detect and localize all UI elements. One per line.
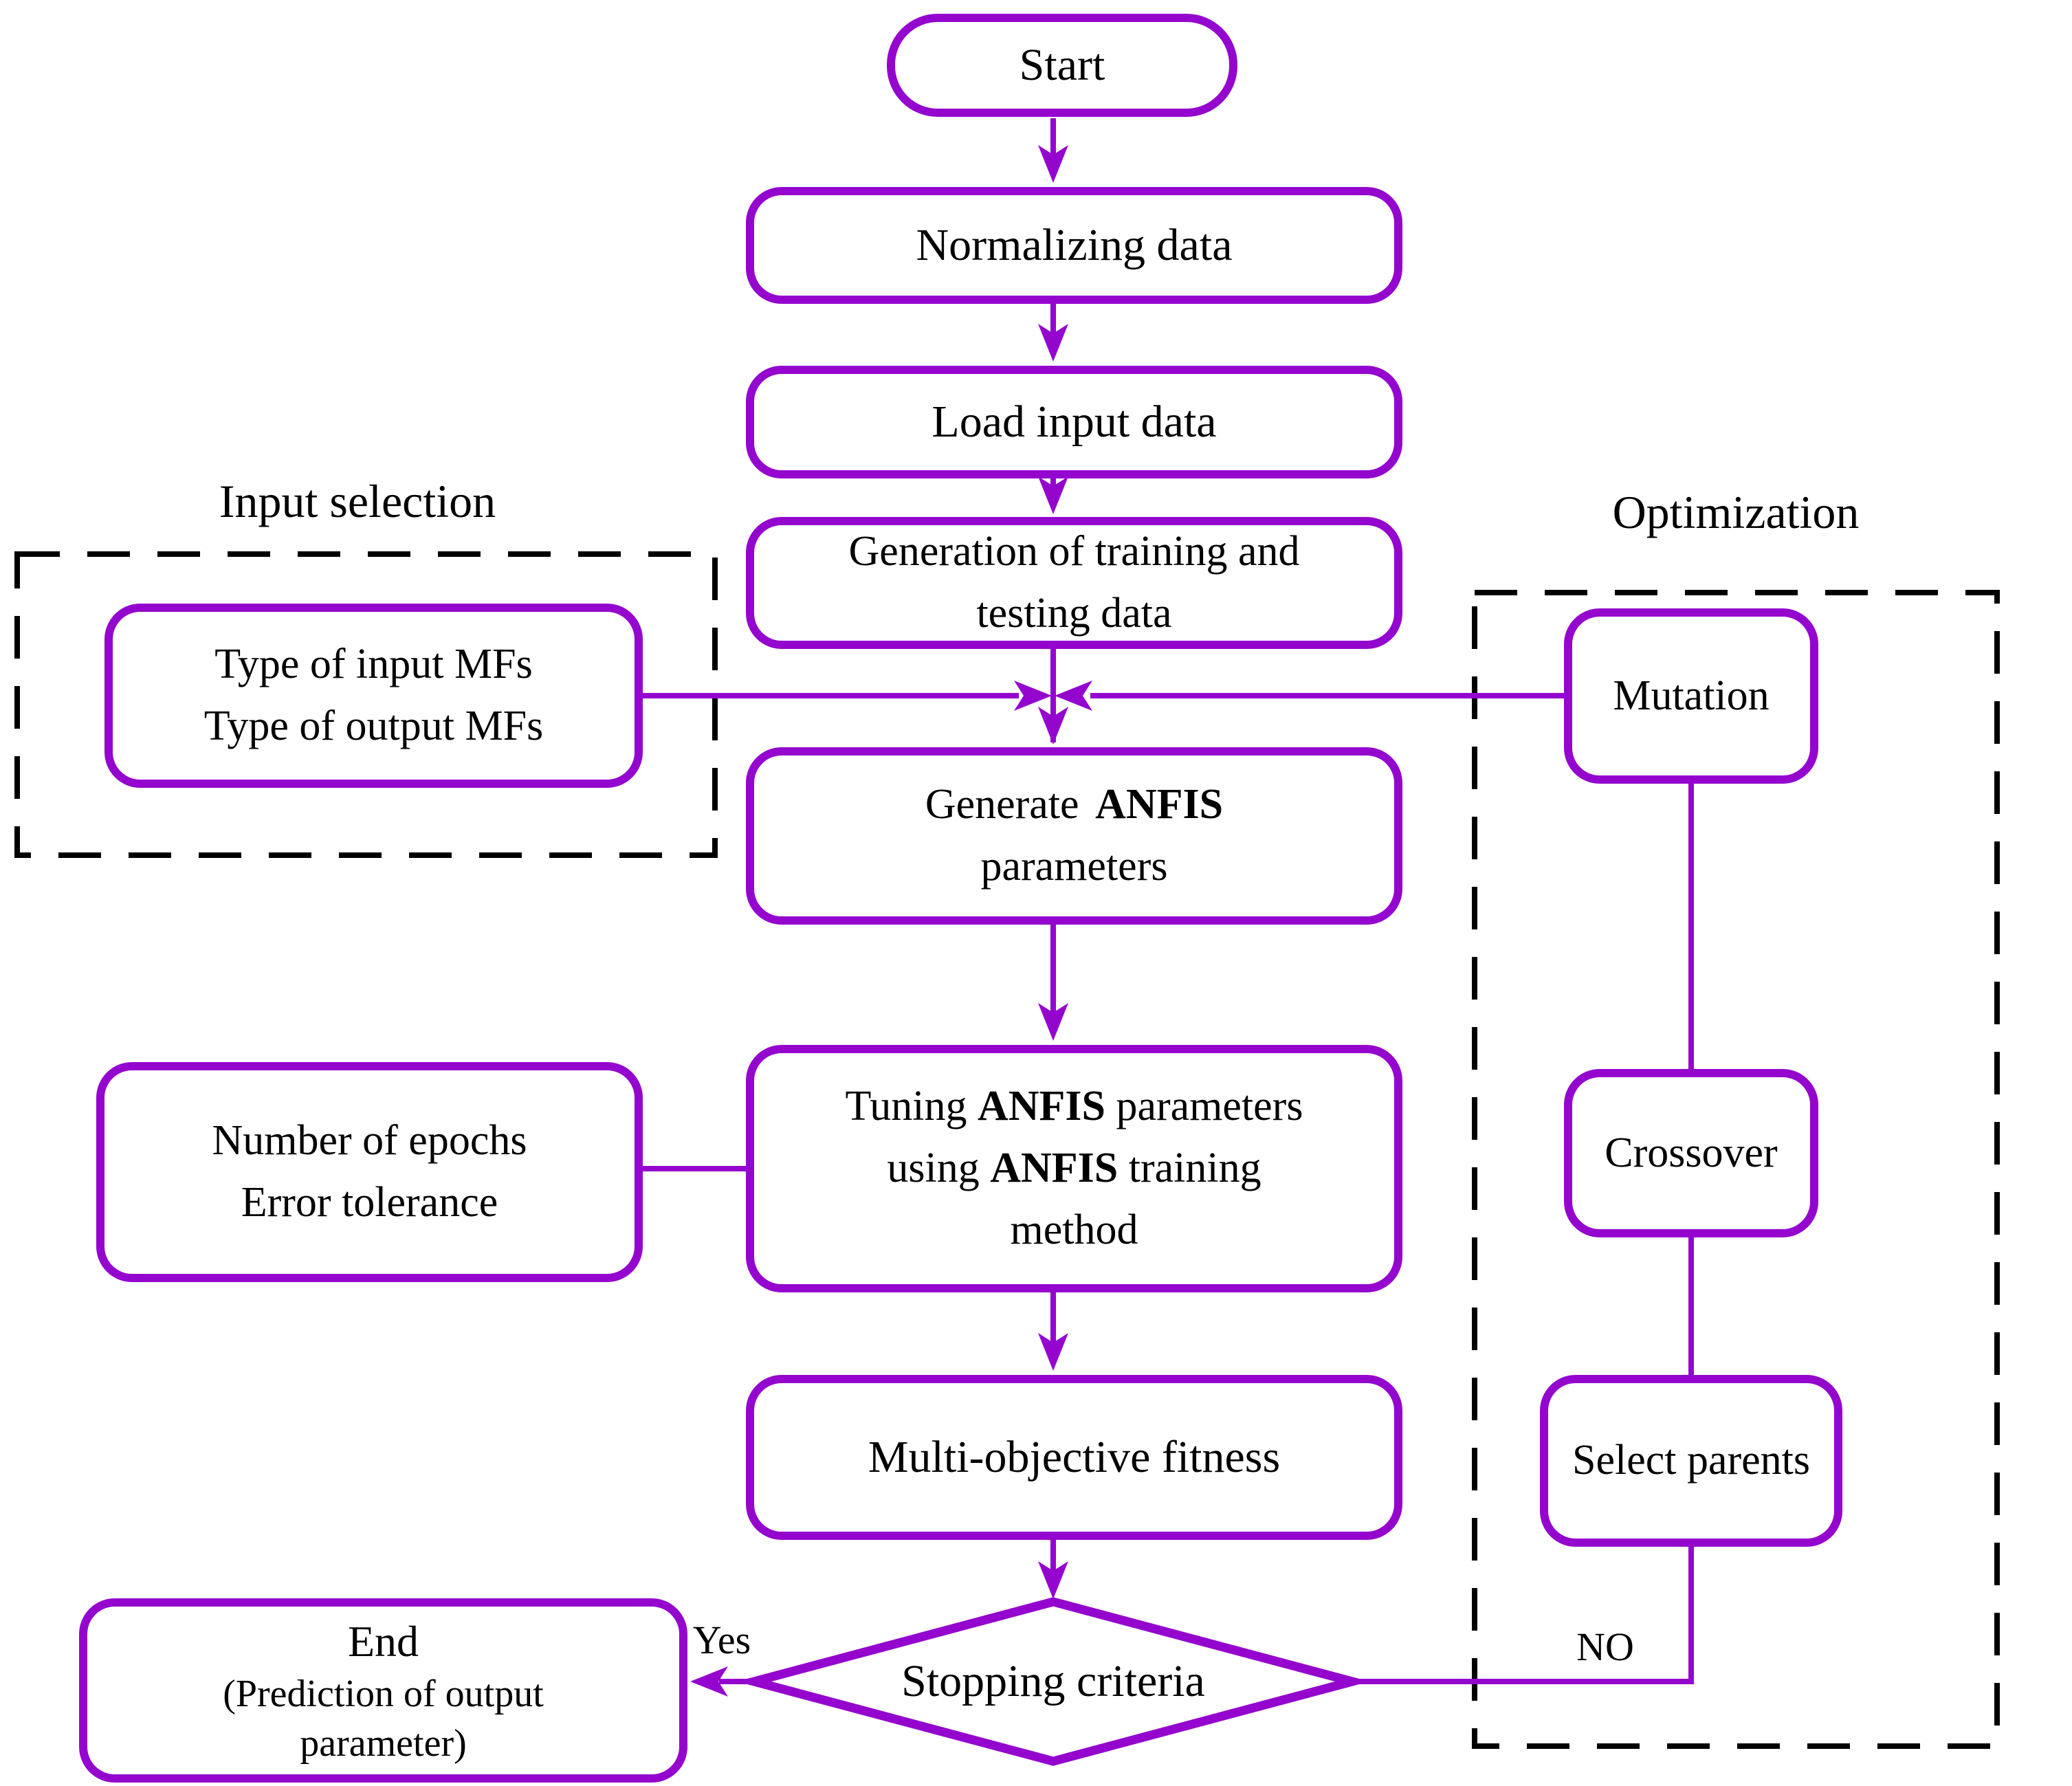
tuning-line1-c: parameters [1105,1083,1303,1130]
stopping-criteria-label: Stopping criteria [901,1656,1205,1706]
generation-line-1: Generation of training and [848,528,1300,575]
stopping-criteria-diamond [736,1597,1370,1766]
load-input-data-node: Load input data [746,366,1402,478]
end-line-3: parameter) [300,1721,467,1765]
arrow-left-end [690,1666,728,1697]
yes-edge-label: Yes [692,1618,751,1662]
generate-anfis-bold: ANFIS [1095,781,1224,828]
mfs-line-2: Type of output MFs [203,703,544,749]
tuning-line2-c: training [1118,1145,1261,1192]
input-selection-group-label: Input selection [219,475,496,527]
start-label: Start [1019,40,1105,91]
end-line-2: (Prediction of output [223,1672,544,1715]
mutation-label: Mutation [1613,672,1770,719]
generate-anfis-line-2: parameters [980,843,1168,890]
tuning-line1-bold: ANFIS [977,1083,1105,1130]
arrow-right-junction [1014,681,1052,711]
select-parents-node: Select parents [1540,1375,1842,1547]
mfs-types-node: Type of input MFs Type of output MFs [104,604,643,788]
load-input-data-label: Load input data [932,397,1217,448]
input-selection-group-box [14,551,718,858]
select-parents-label: Select parents [1572,1437,1811,1484]
generate-anfis-text: Generate [925,781,1079,828]
multi-objective-fitness-node: Multi-objective fitness [746,1375,1402,1540]
edge-selectparents-diamond-no [1356,1547,1694,1684]
mfs-line-1: Type of input MFs [214,641,533,688]
crossover-label: Crossover [1605,1129,1778,1176]
generation-training-testing-node: Generation of training and testing data [746,517,1402,649]
tuning-anfis-node: Tuning ANFIS parameters using ANFIS trai… [746,1045,1402,1292]
epochs-line-2: Error tolerance [241,1179,498,1226]
crossover-node: Crossover [1564,1069,1818,1237]
normalizing-data-label: Normalizing data [916,220,1233,271]
start-node: Start [887,14,1237,117]
arrow-down-tuning [1038,1003,1068,1041]
epochs-line-1: Number of epochs [212,1117,527,1165]
mutation-node: Mutation [1564,608,1818,784]
normalizing-data-node: Normalizing data [746,187,1402,304]
arrow-down-diamond [1038,1561,1068,1599]
generation-line-2: testing data [976,590,1172,637]
end-node: End (Prediction of output parameter) [79,1598,687,1783]
no-edge-label: NO [1576,1624,1634,1669]
arrow-left-junction [1055,681,1092,711]
end-line-1: End [347,1616,419,1666]
optimization-group-box [1472,590,2000,1749]
arrow-down-generate-anfis [1038,707,1068,745]
tuning-line-3: method [1010,1206,1138,1253]
tuning-line2-a: using [887,1145,991,1192]
multi-objective-label: Multi-objective fitness [868,1432,1281,1483]
arrow-down-load [1038,324,1068,362]
arrow-down-multi [1038,1333,1068,1371]
generate-anfis-parameters-node: Generate ANFIS parameters [746,747,1402,925]
arrow-down-generation [1038,476,1068,514]
arrow-down-normalizing [1038,145,1068,183]
tuning-line2-bold: ANFIS [990,1145,1118,1192]
epochs-tolerance-node: Number of epochs Error tolerance [96,1062,643,1282]
optimization-group-label: Optimization [1612,486,1860,538]
tuning-line1-a: Tuning [845,1083,978,1130]
